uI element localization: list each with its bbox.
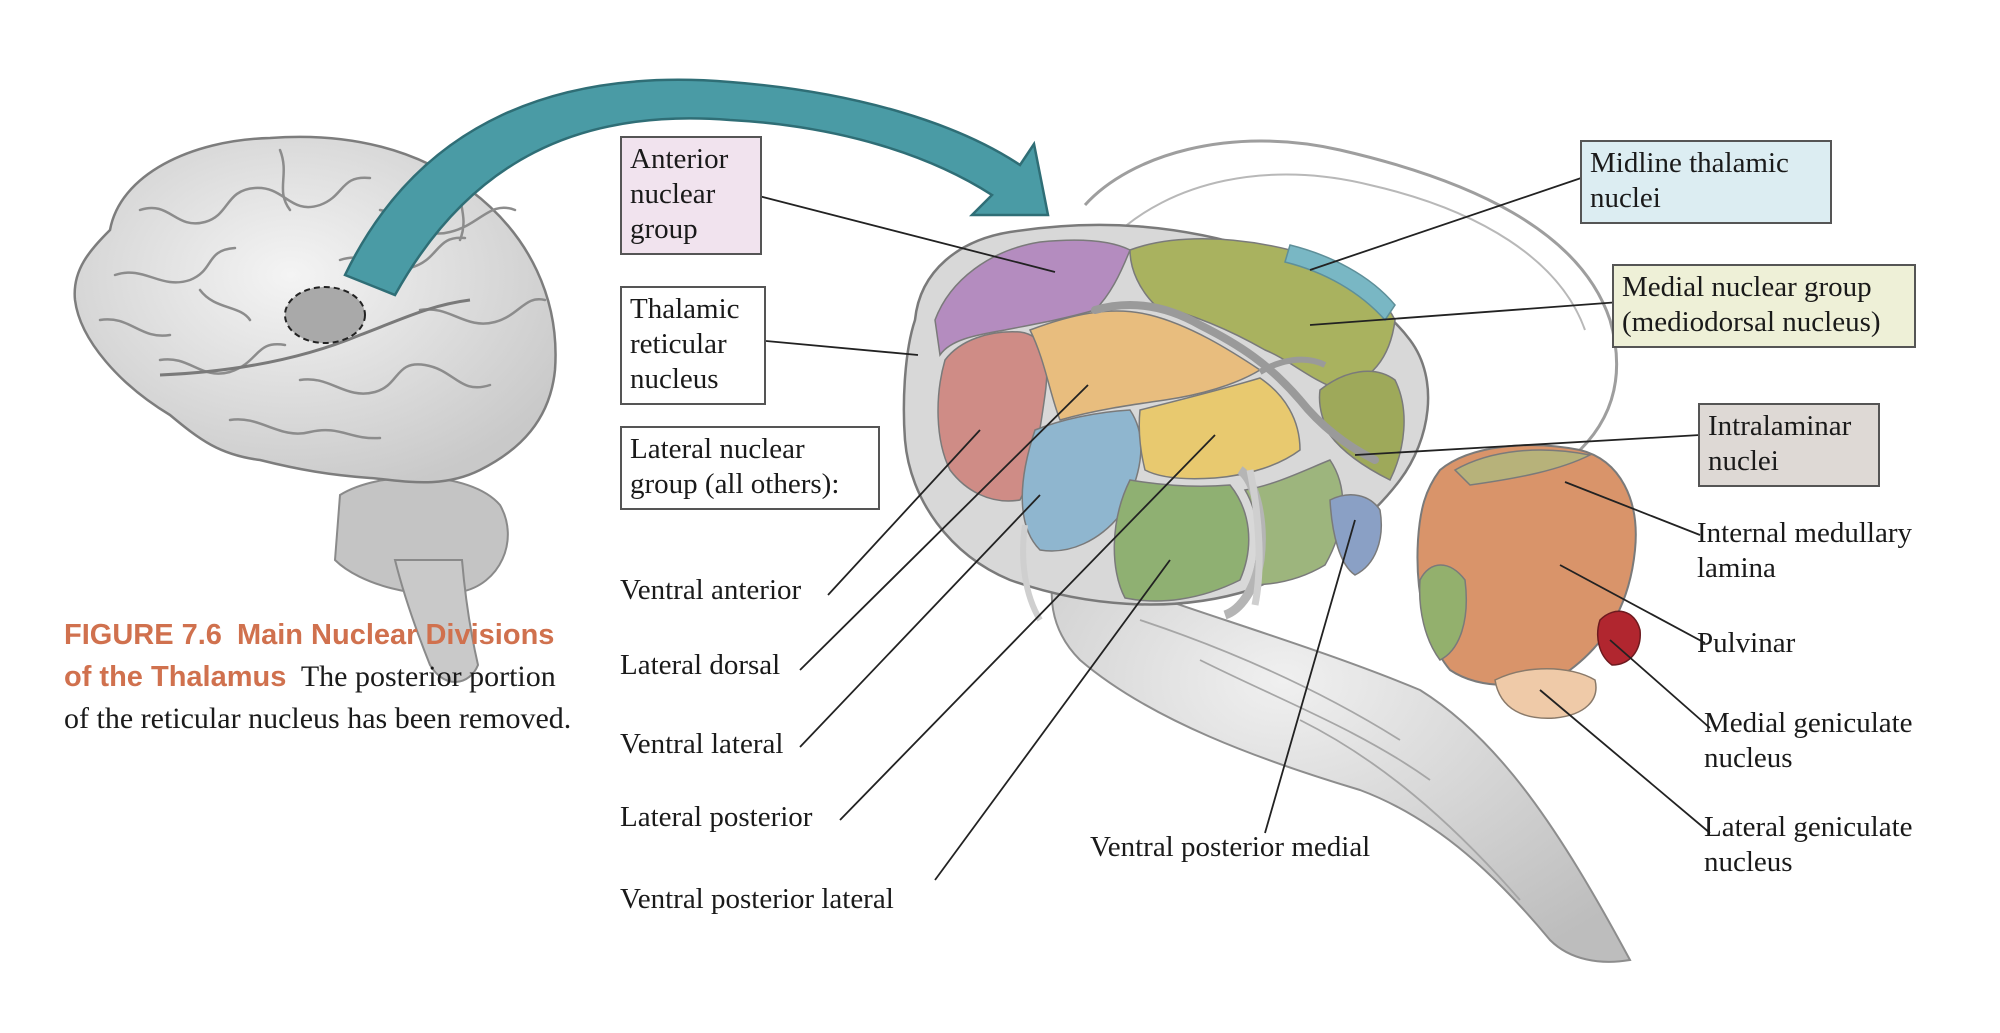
anterior-nuclear-region	[934, 239, 1131, 358]
leader-midline	[1309, 174, 1591, 271]
pointer-arrow	[343, 78, 1050, 297]
label-pulvinar: Pulvinar	[1697, 627, 1796, 659]
label-midline-thalamic-nuclei: Midline thalamic nuclei	[1580, 140, 1832, 224]
leader-medial	[1309, 301, 1621, 326]
lateral-posterior-region	[1138, 377, 1301, 480]
label-ventral-anterior: Ventral anterior	[620, 574, 802, 606]
midline-strip	[1284, 244, 1396, 322]
leader-ventral-lateral	[799, 494, 1041, 748]
figure-caption: FIGURE 7.6 Main Nuclear Divisions of the…	[64, 614, 584, 739]
lateral-sulcus	[159, 298, 471, 377]
label-medial-geniculate-nucleus: Medial geniculate nucleus	[1704, 707, 1913, 774]
pulvinar-region	[1416, 444, 1637, 686]
leader-lateral-posterior	[839, 434, 1216, 821]
label-anterior-nuclear-group: Anterior nuclear group	[620, 136, 762, 255]
label-lateral-dorsal: Lateral dorsal	[620, 649, 781, 681]
thalamus-highlight	[284, 286, 366, 344]
leader-lines	[754, 174, 1711, 881]
leader-ventral-posterior-medial	[1264, 519, 1356, 834]
label-ventral-posterior-medial: Ventral posterior medial	[1090, 831, 1371, 863]
leader-ventral-posterior-lateral	[934, 559, 1171, 881]
label-internal-medullary-lamina: Internal medullary lamina	[1697, 517, 1912, 584]
label-lateral-nuclear-group: Lateral nuclear group (all others):	[620, 426, 880, 510]
brain-stem	[393, 559, 480, 683]
label-intralaminar-nuclei: Intralaminar nuclei	[1698, 403, 1880, 487]
caption-figure-label: FIGURE 7.6	[64, 619, 222, 651]
leader-anterior	[754, 194, 1056, 273]
label-lateral-geniculate-nucleus: Lateral geniculate nucleus	[1704, 811, 1913, 878]
label-medial-nuclear-group: Medial nuclear group (mediodorsal nucleu…	[1612, 264, 1916, 348]
label-thalamic-reticular-nucleus: Thalamic reticular nucleus	[620, 286, 766, 405]
leader-reticular	[754, 339, 919, 356]
label-ventral-lateral: Ventral lateral	[620, 728, 784, 760]
label-ventral-posterior-lateral: Ventral posterior lateral	[620, 883, 894, 915]
leader-intralaminar	[1354, 434, 1701, 456]
leader-internal-medullary	[1564, 481, 1701, 536]
label-lateral-posterior: Lateral posterior	[620, 801, 813, 833]
leader-lateral-geniculate	[1539, 689, 1711, 834]
thalamus-illustration	[902, 139, 1641, 963]
caption-text: The posterior portion of the reticular n…	[64, 660, 572, 735]
internal-medullary-lamina	[1091, 301, 1379, 464]
ventral-posterior-lateral-region	[1113, 479, 1250, 602]
leader-ventral-anterior	[827, 429, 981, 596]
brain-illustration	[73, 135, 557, 683]
ventral-posterior-medial-region	[1329, 494, 1382, 576]
hemisphere-outline	[1083, 139, 1619, 452]
medial-geniculate-region	[1597, 610, 1641, 666]
lateral-dorsal-region	[1028, 310, 1262, 421]
leader-lateral-dorsal	[799, 384, 1089, 671]
leader-medial-geniculate	[1609, 639, 1711, 729]
leader-pulvinar	[1559, 564, 1706, 644]
caption-title: Main Nuclear Divisions of the Thalamus	[64, 619, 555, 693]
